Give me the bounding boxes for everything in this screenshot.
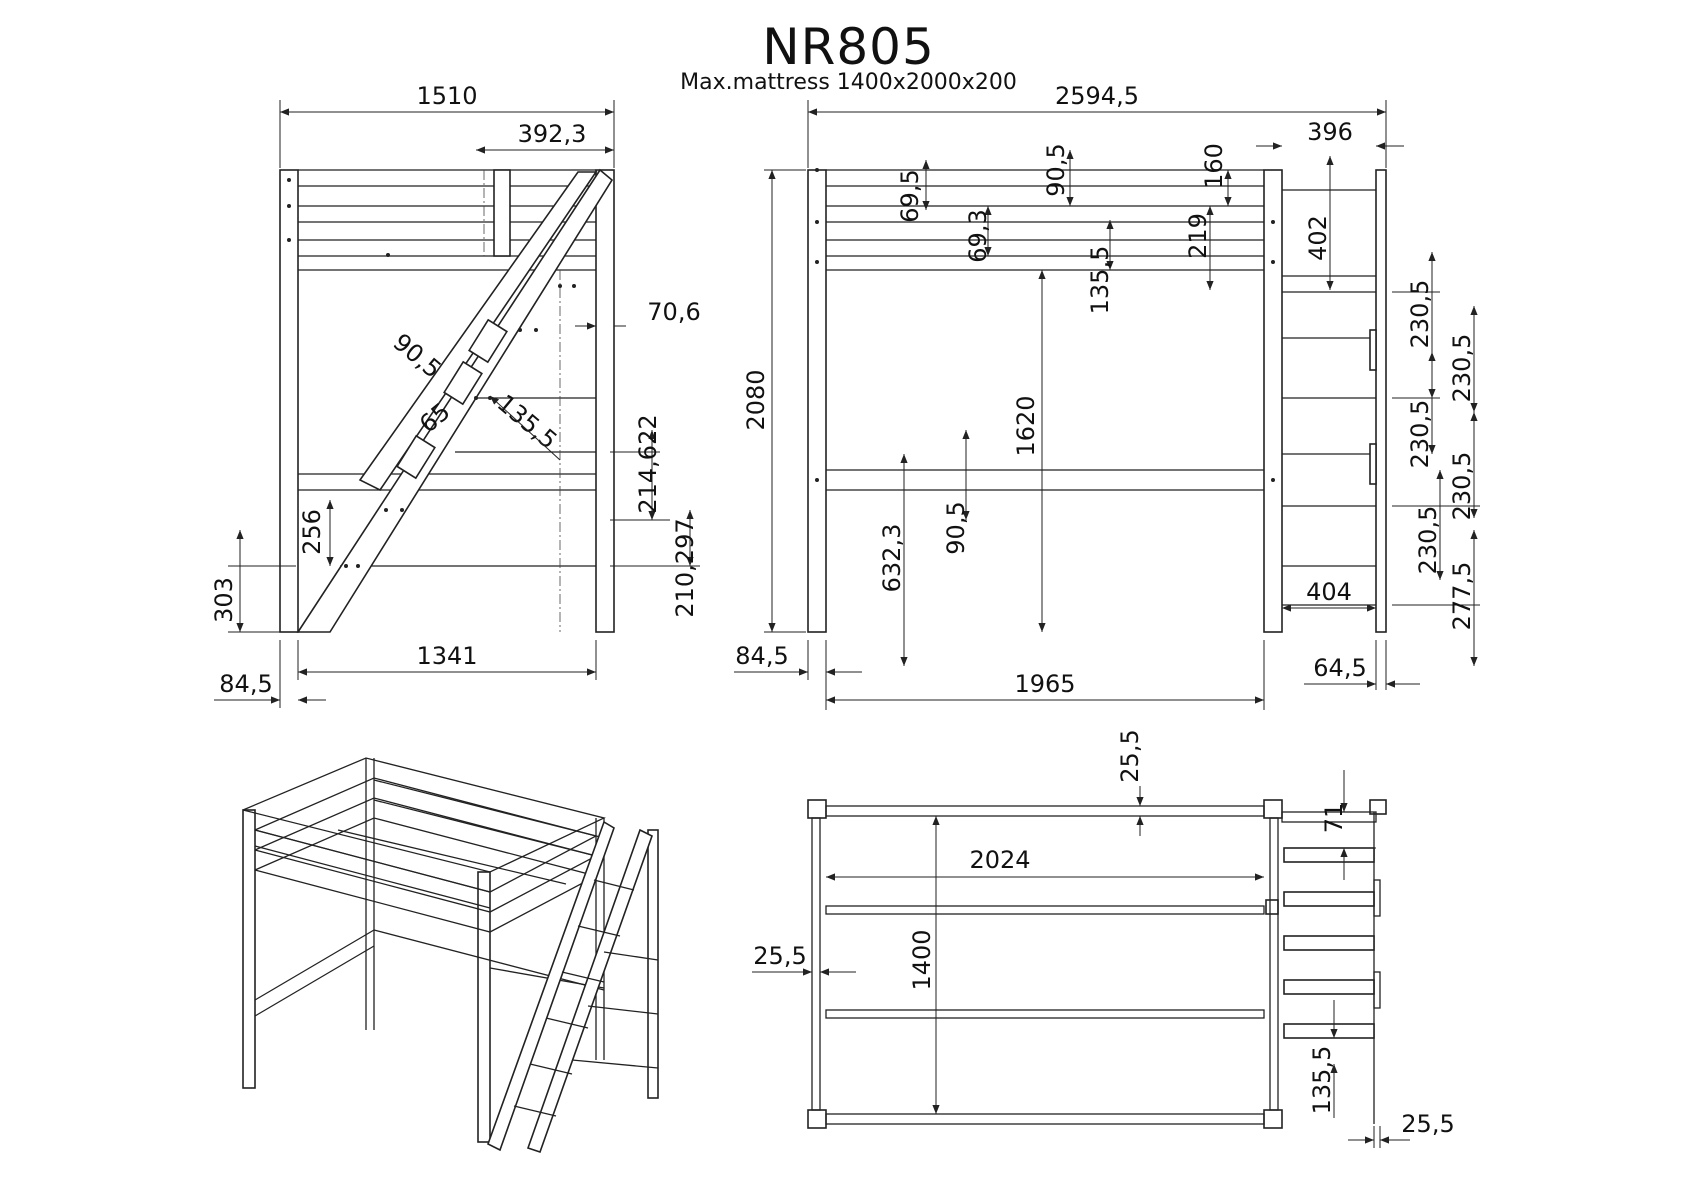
dim-side-ladder-offset: 70,6	[647, 298, 700, 326]
dim-front-step-4: 230,5	[1448, 334, 1476, 403]
dim-top-ladder: 25,5	[1401, 1110, 1454, 1138]
dim-side-leg-width: 84,5	[219, 670, 272, 698]
top-view: 25,5 2024 71 1400 25,5 135,5 25,5	[752, 729, 1455, 1148]
mattress-subtitle: Max.mattress 1400x2000x200	[680, 70, 1017, 95]
top-ladder-steps	[1283, 847, 1375, 1039]
dim-front-rail-1: 69,5	[896, 169, 924, 222]
dim-front-total-height: 2080	[742, 369, 770, 430]
dim-top-inner-width: 1400	[908, 929, 936, 990]
dim-front-ladder-base: 404	[1306, 578, 1352, 606]
dim-front-under-height: 1620	[1012, 395, 1040, 456]
dim-top-step-spacing: 135,5	[1308, 1046, 1336, 1115]
dim-front-width: 2594,5	[1055, 82, 1139, 110]
side-left-post	[279, 169, 299, 633]
dim-top-inner-length: 2024	[969, 846, 1030, 874]
front-right-post	[1263, 169, 1283, 633]
front-ladder-post	[1375, 169, 1387, 633]
isometric-view	[242, 757, 659, 1154]
front-left-post	[807, 169, 827, 633]
dim-front-inner-length: 1965	[1014, 670, 1075, 698]
dim-side-step-spacing: 135,5	[492, 389, 563, 455]
dim-side-inner-width: 1341	[416, 642, 477, 670]
dim-front-step-1: 230,5	[1406, 280, 1434, 349]
dim-front-ladder-width: 396	[1307, 118, 1353, 146]
model-title: NR805	[762, 18, 935, 76]
front-view: 2594,5 396 69,5 90,5 69,3 160 219 402 13…	[734, 82, 1480, 710]
dim-front-step-3: 230,5	[1414, 506, 1442, 575]
dim-side-shelf-2: 210,297	[671, 518, 699, 617]
dim-top-rail: 25,5	[1116, 729, 1144, 782]
dim-side-base-height: 303	[210, 577, 238, 623]
side-right-post	[595, 169, 615, 633]
dim-front-guard-height: 219	[1184, 213, 1212, 259]
dim-side-width: 1510	[416, 82, 477, 110]
dim-front-rail-2: 90,5	[1042, 143, 1070, 196]
dim-side-ladder-top: 392,3	[518, 120, 587, 148]
side-view: 1510 392,3 70,6 90,5 65 135,5 214,622 21…	[210, 82, 701, 708]
dim-front-step-2: 230,5	[1406, 400, 1434, 469]
dim-front-top-step: 402	[1304, 215, 1332, 261]
dim-front-leg-width: 84,5	[735, 642, 788, 670]
dim-front-rail-3: 69,3	[964, 209, 992, 262]
dim-front-ladder-leg: 64,5	[1313, 654, 1366, 682]
dim-front-lower-height: 632,3	[878, 524, 906, 593]
dim-top-side: 25,5	[753, 942, 806, 970]
iso-ladder-steps	[513, 879, 635, 1117]
dim-front-bottom-step: 277,5	[1448, 562, 1476, 631]
iso-ladder-left	[487, 820, 615, 1152]
dim-front-rail-offset: 135,5	[1086, 246, 1114, 315]
dim-top-step-depth: 71	[1320, 803, 1348, 834]
dim-front-lower-gap: 90,5	[942, 501, 970, 554]
dim-front-rail-4: 160	[1200, 143, 1228, 189]
dim-side-shelf-height: 256	[298, 509, 326, 555]
dim-front-step-5: 230,5	[1448, 452, 1476, 521]
ladder-stringer	[296, 168, 614, 633]
dim-side-shelf-1: 214,622	[634, 414, 662, 513]
